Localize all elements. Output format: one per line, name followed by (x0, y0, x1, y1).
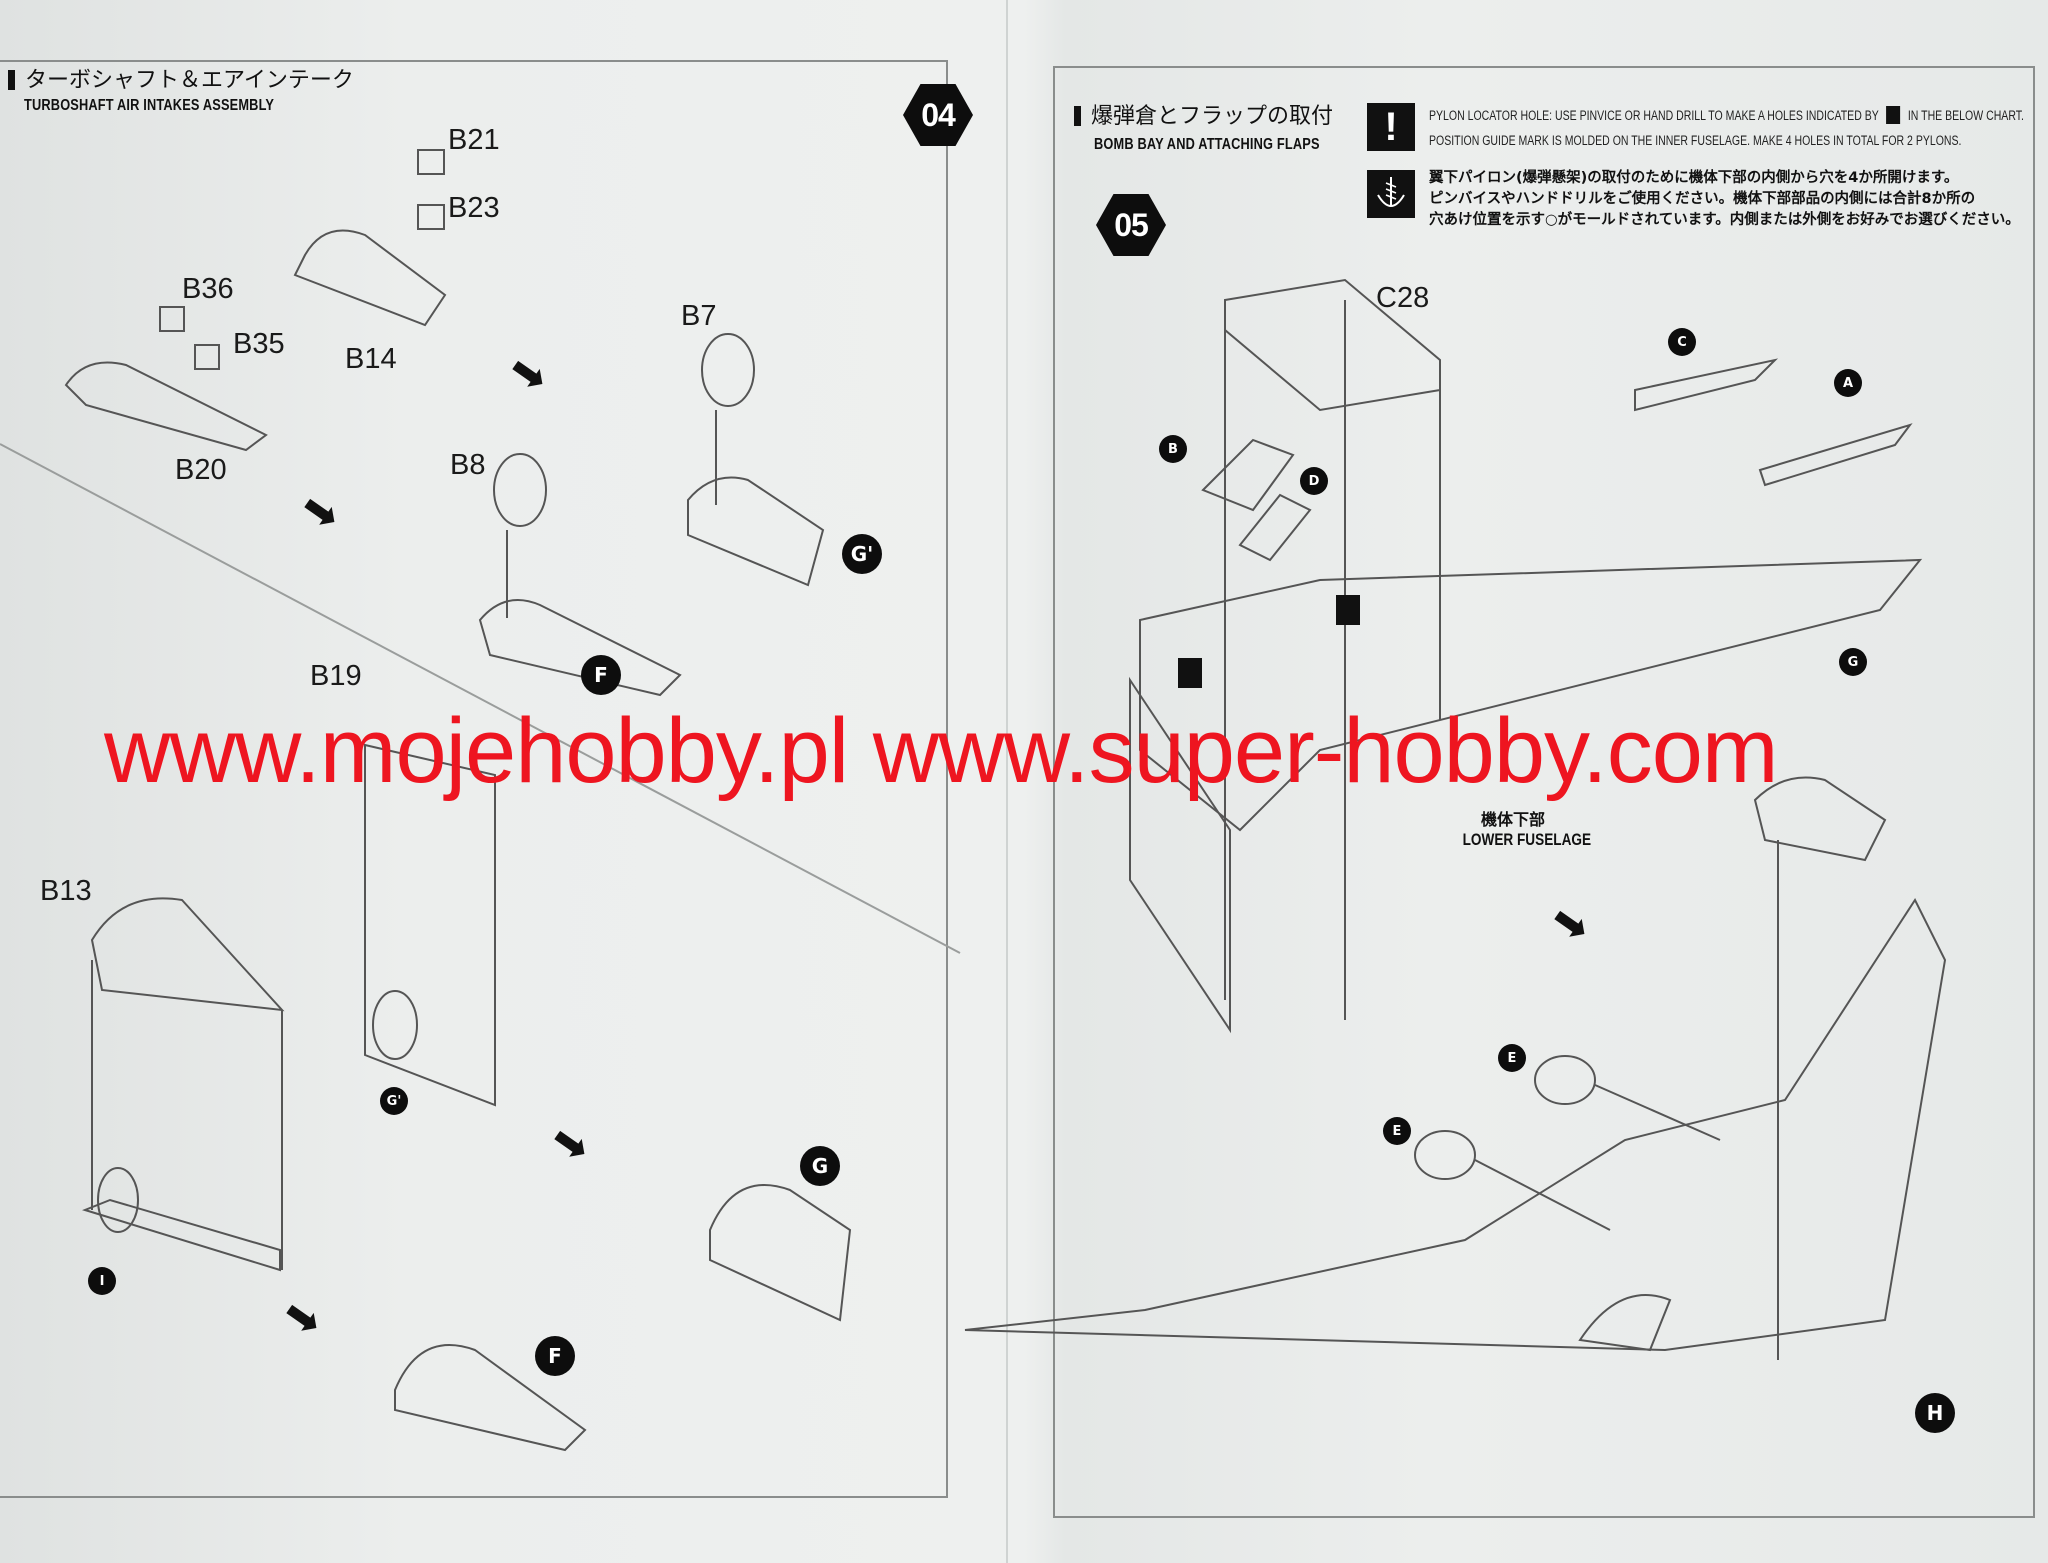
part-b21 (417, 149, 445, 175)
part-b36 (159, 306, 185, 332)
notice-text-en: PYLON LOCATOR HOLE: USE PINVICE OR HAND … (1429, 106, 2024, 124)
callout-marker: G' (842, 534, 882, 574)
part-b7 (701, 333, 755, 407)
callout-marker: A (1834, 369, 1862, 397)
callout-marker: I (88, 1267, 116, 1295)
drill-hole-marker-icon (1178, 658, 1202, 688)
part-label: B36 (182, 273, 234, 305)
flap-c (1634, 358, 1779, 412)
lower-fuselage (964, 897, 1947, 1352)
notice-text-jp-2: ピンバイスやハンドドリルをご使用ください。機体下部部品の内側には合計8か所の (1429, 191, 1976, 207)
part-label: C28 (1376, 282, 1430, 314)
notice-text-en-2: POSITION GUIDE MARK IS MOLDED ON THE INN… (1429, 133, 1962, 148)
component-label: 機体下部 LOWER FUSELAGE (1450, 806, 1592, 850)
callout-marker: G' (380, 1087, 408, 1115)
part-label: B13 (40, 875, 92, 907)
left-page-border (0, 60, 948, 1498)
notice-text-jp-1: 翼下パイロン(爆弾懸架)の取付のために機体下部の内側から穴を4か所開けます。 (1429, 170, 1959, 186)
callout-marker: E (1498, 1044, 1526, 1072)
step-divider-line (0, 443, 961, 954)
part-b35 (194, 344, 220, 370)
part-b14 (293, 229, 447, 327)
part-b13 (90, 897, 285, 1012)
intake-g-right (1753, 776, 1887, 862)
flap-d (1238, 493, 1312, 562)
right-page-border (1053, 66, 2035, 1518)
step-title-en: BOMB BAY AND ATTACHING FLAPS (1094, 136, 1320, 153)
watermark-text: www.mojehobby.pl www.super-hobby.com (104, 700, 1779, 802)
flap-a (1758, 423, 1913, 487)
callout-marker: F (535, 1336, 575, 1376)
callout-marker: G (800, 1146, 840, 1186)
callout-marker: D (1300, 467, 1328, 495)
flap-b (1201, 438, 1295, 512)
page-fold (1006, 0, 1008, 1563)
intake-f (394, 1344, 587, 1452)
step-title-en: TURBOSHAFT AIR INTAKES ASSEMBLY (24, 97, 275, 114)
notice-en-part1: PYLON LOCATOR HOLE: USE PINVICE OR HAND … (1429, 108, 1879, 123)
part-label: B20 (175, 454, 227, 486)
part-label: B23 (448, 192, 500, 224)
drill-hole-marker-icon (1336, 595, 1360, 625)
part-label: B8 (450, 449, 486, 481)
part-e-2 (1414, 1130, 1476, 1180)
part-e-1 (1534, 1055, 1596, 1105)
part-label: B21 (448, 124, 500, 156)
intake-assembly-2 (478, 599, 682, 697)
part-label: B7 (681, 300, 717, 332)
component-label-jp: 機体下部 (1480, 810, 1545, 829)
callout-marker: E (1383, 1117, 1411, 1145)
part-label: B14 (345, 343, 397, 375)
intake-g (709, 1184, 852, 1322)
drill-hole-icon (1886, 106, 1901, 124)
notice-text-jp-3: 穴あけ位置を示す○がモールドされています。内側または外側をお好みでお選びください… (1429, 212, 2020, 228)
bomb-bay-upper (1139, 558, 1923, 832)
step-number-badge: 04 (903, 84, 973, 146)
drill-hole-icon (1367, 170, 1415, 218)
callout-marker: C (1668, 328, 1696, 356)
part-b20 (64, 361, 268, 452)
callout-marker: G (1839, 648, 1867, 676)
step-title-jp: 爆弾倉とフラップの取付 (1074, 98, 1333, 130)
part-b23 (417, 204, 445, 230)
part-b19 (364, 743, 496, 1107)
warning-icon: ! (1367, 103, 1415, 151)
callout-marker: H (1915, 1393, 1955, 1433)
part-b8 (493, 453, 547, 527)
part-label: B35 (233, 328, 285, 360)
callout-marker: B (1159, 435, 1187, 463)
notice-en-part2: IN THE BELOW CHART. (1907, 108, 2024, 123)
intake-assembly-1 (687, 476, 825, 587)
part-label: B19 (310, 660, 362, 692)
callout-marker: F (581, 655, 621, 695)
component-label-en: LOWER FUSELAGE (1462, 830, 1592, 849)
step-title-jp: ターボシャフト＆エアインテーク (8, 62, 354, 94)
